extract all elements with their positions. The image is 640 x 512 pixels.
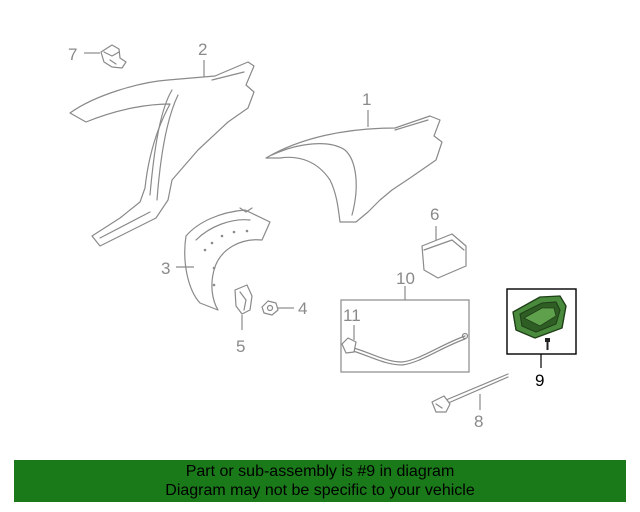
callout-3[interactable]: 3	[161, 259, 170, 278]
callout-10[interactable]: 10	[396, 269, 415, 288]
callout-4[interactable]: 4	[298, 299, 307, 318]
callout-11[interactable]: 11	[343, 306, 361, 325]
part-9-fuel-door-housing[interactable]	[512, 295, 567, 339]
part-3-wheelhouse-liner[interactable]	[184, 207, 271, 311]
part-2-quarter-panel[interactable]	[69, 61, 255, 247]
part-11-release-cable[interactable]	[341, 332, 469, 366]
callout-1[interactable]: 1	[362, 90, 371, 109]
callout-7[interactable]: 7	[68, 45, 77, 64]
part-5-bracket[interactable]	[234, 284, 253, 315]
part-6-fuel-door[interactable]	[421, 233, 467, 279]
parts-diagram: 7 2 1 3 5 4	[68, 40, 577, 431]
part-1-quarter-panel-outer[interactable]	[265, 115, 443, 223]
banner-line-2: Diagram may not be specific to your vehi…	[165, 482, 475, 499]
callout-9[interactable]: 9	[535, 371, 544, 390]
part-9-screw[interactable]	[545, 338, 550, 350]
callout-8[interactable]: 8	[474, 412, 483, 431]
callout-5[interactable]: 5	[236, 337, 245, 356]
info-banner: Part or sub-assembly is #9 in diagram Di…	[14, 460, 626, 502]
part-8-actuator-rod[interactable]	[431, 373, 509, 413]
part-7-clip[interactable]	[100, 44, 127, 69]
callout-6[interactable]: 6	[430, 205, 439, 224]
callout-2[interactable]: 2	[198, 40, 207, 59]
part-4-nut[interactable]	[261, 300, 279, 316]
banner-line-1: Part or sub-assembly is #9 in diagram	[185, 463, 455, 480]
